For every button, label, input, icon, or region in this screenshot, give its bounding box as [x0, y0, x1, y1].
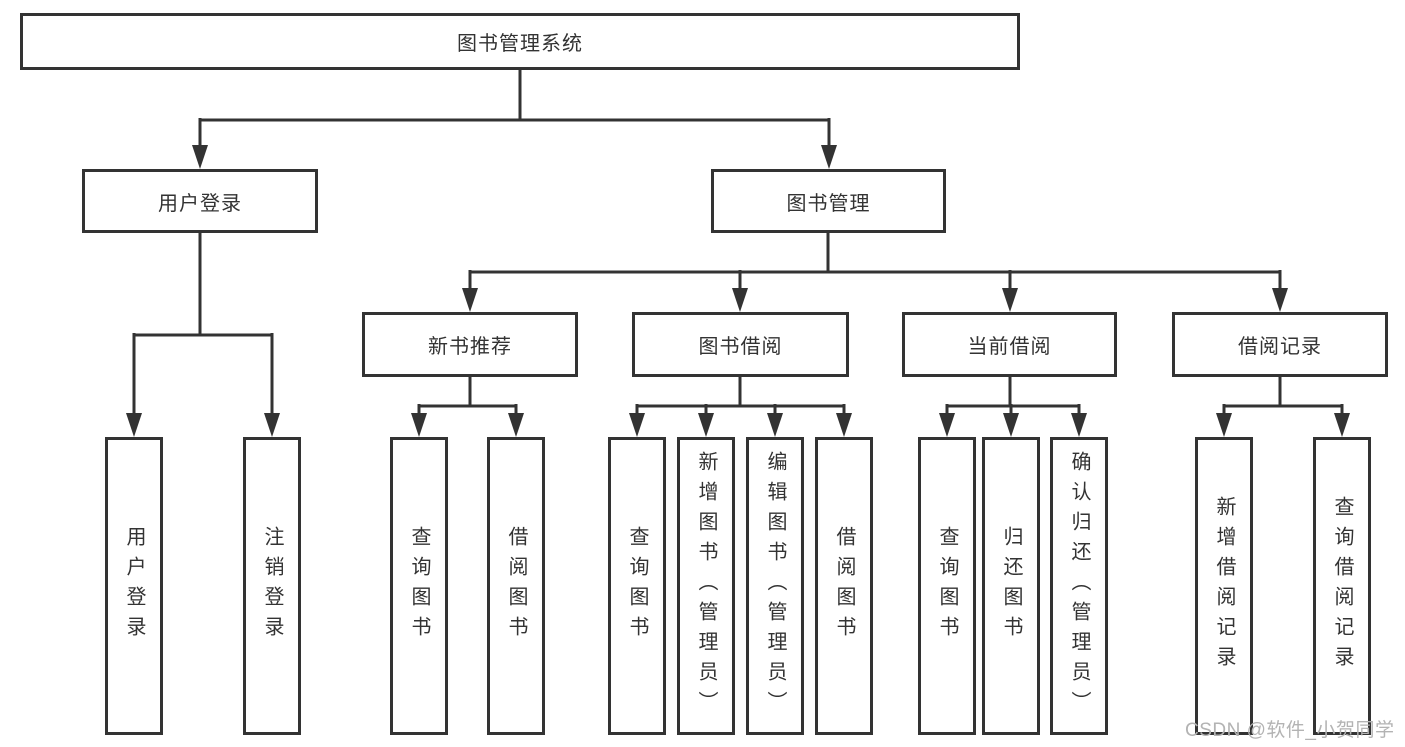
- leaf-borrow-book-recommend-label: 借阅图书: [505, 526, 527, 646]
- csdn-watermark: CSDN @软件_小贺同学: [1185, 720, 1395, 741]
- leaf-borrow-book-recommend: 借阅图书: [487, 437, 545, 735]
- node-root-system: 图书管理系统: [20, 13, 1020, 70]
- node-book-management-label: 图书管理: [786, 192, 871, 215]
- leaf-add-book-admin-label: 新增图书（管理员）: [695, 451, 717, 721]
- leaf-borrow-book: 借阅图书: [815, 437, 873, 735]
- leaf-query-book-current-label: 查询图书: [936, 526, 958, 646]
- leaf-query-book-borrow: 查询图书: [608, 437, 666, 735]
- node-root-label: 图书管理系统: [457, 33, 583, 55]
- leaf-return-book-label: 归还图书: [1000, 526, 1022, 646]
- node-new-book-recommend: 新书推荐: [362, 312, 578, 377]
- leaf-query-book-borrow-label: 查询图书: [626, 526, 648, 646]
- leaf-query-book-recommend-label: 查询图书: [408, 526, 430, 646]
- leaf-edit-book-admin: 编辑图书（管理员）: [746, 437, 804, 735]
- node-book-borrow-label: 图书借阅: [698, 336, 783, 358]
- leaf-logout-label: 注销登录: [261, 526, 283, 646]
- leaf-confirm-return-admin-label: 确认归还（管理员）: [1068, 451, 1090, 721]
- leaf-borrow-book-label: 借阅图书: [833, 526, 855, 646]
- leaf-query-book-current: 查询图书: [918, 437, 976, 735]
- leaf-query-borrow-record: 查询借阅记录: [1313, 437, 1371, 735]
- node-borrow-records-label: 借阅记录: [1238, 336, 1322, 358]
- leaf-confirm-return-admin: 确认归还（管理员）: [1050, 437, 1108, 735]
- node-current-borrow: 当前借阅: [902, 312, 1117, 377]
- arrowheads: [126, 145, 1350, 437]
- node-current-borrow-label: 当前借阅: [967, 336, 1052, 358]
- node-book-borrow: 图书借阅: [632, 312, 849, 377]
- node-new-book-recommend-label: 新书推荐: [428, 336, 512, 358]
- node-borrow-records: 借阅记录: [1172, 312, 1388, 377]
- leaf-add-borrow-record-label: 新增借阅记录: [1213, 496, 1235, 676]
- node-book-management: 图书管理: [711, 169, 946, 233]
- leaf-query-book-recommend: 查询图书: [390, 437, 448, 735]
- leaf-user-login: 用户登录: [105, 437, 163, 735]
- leaf-return-book: 归还图书: [982, 437, 1040, 735]
- leaf-add-borrow-record: 新增借阅记录: [1195, 437, 1253, 735]
- leaf-logout: 注销登录: [243, 437, 301, 735]
- leaf-edit-book-admin-label: 编辑图书（管理员）: [764, 451, 786, 721]
- leaf-query-borrow-record-label: 查询借阅记录: [1331, 496, 1353, 676]
- leaf-add-book-admin: 新增图书（管理员）: [677, 437, 735, 735]
- node-user-login: 用户登录: [82, 169, 318, 233]
- leaf-user-login-label: 用户登录: [123, 526, 145, 646]
- node-user-login-label: 用户登录: [158, 192, 242, 215]
